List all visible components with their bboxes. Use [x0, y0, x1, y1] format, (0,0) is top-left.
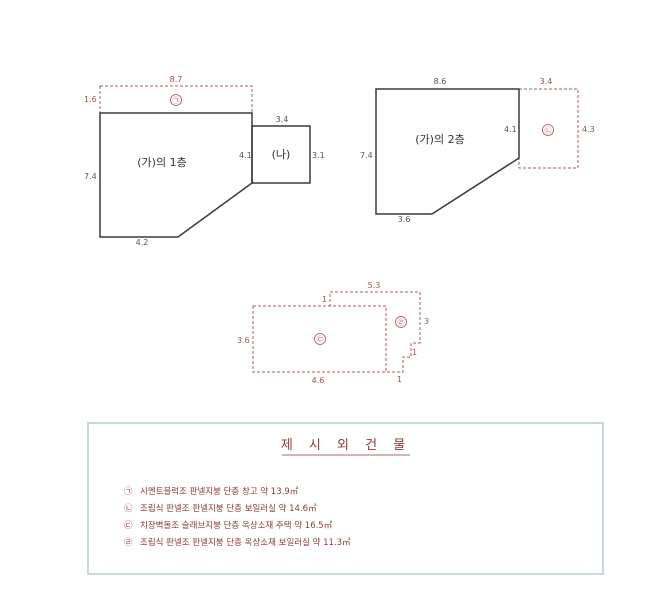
floor1-annex-label: (나): [272, 148, 291, 161]
legend-item-text: 치장벽돌조 슬래브지붕 단층 옥상소재 주택 약 16.5㎡: [140, 520, 333, 531]
rooftop-dim-right: 3: [424, 317, 429, 326]
floor1-marker-circle: [170, 94, 182, 106]
floor1-dim-annex-top: 3.4: [276, 115, 289, 124]
floor1-annex-outline: [251, 125, 311, 184]
floor2-marker-circle: [542, 124, 554, 136]
rooftop-dim-bottom: 4.6: [312, 376, 325, 385]
legend-border: [87, 422, 604, 575]
floor1-dim-left-dashed: 1.6: [84, 95, 97, 104]
legend-item: ㉣ 조립식 판넬조 판넬지붕 단층 옥상소재 보일러실 약 11.3㎡: [124, 537, 351, 548]
floor1-outline: [99, 112, 253, 238]
floor2-dim-dashed-top: 3.4: [540, 77, 553, 86]
floor1-dim-annex-left: 4.1: [239, 151, 252, 160]
floor2-dim-dashed-right: 4.3: [582, 125, 595, 134]
legend-item-text: 시멘트블럭조 판넬지붕 단층 창고 약 13.9㎡: [140, 486, 299, 497]
floor2-dim-right: 4.1: [504, 125, 517, 134]
legend-item: ㉡ 조립식 판넬조 판넬지붕 단층 보일러실 약 14.6㎡: [124, 503, 317, 514]
rooftop-dim-step-top: 1: [322, 295, 327, 304]
legend-item-marker: ㉢: [124, 521, 133, 531]
legend-item-marker: ㉠: [124, 487, 133, 497]
rooftop-marker-c-circle: [314, 333, 326, 345]
legend-item-text: 조립식 판넬조 판넬지붕 단층 보일러실 약 14.6㎡: [140, 503, 317, 514]
floor2-marker: ㉡: [545, 127, 552, 135]
rooftop-marker-d-circle: [395, 316, 407, 328]
rooftop-marker-c: ㉢: [317, 336, 324, 344]
rooftop-dim-step-bottom: 1: [397, 375, 402, 384]
floor1-dim-annex-right: 3.1: [312, 151, 325, 160]
rooftop-dim-step-right: 1: [412, 348, 417, 357]
floor2-dim-left: 7.4: [360, 151, 373, 160]
legend-title: 제 시 외 건 물: [281, 438, 411, 453]
floor2-label: (가)의 2층: [415, 133, 464, 146]
floor1-label: (가)의 1층: [137, 156, 186, 169]
floor1-dim-bottom: 4.2: [136, 238, 149, 247]
floor1-dim-top-dashed: 8.7: [170, 75, 183, 84]
floor2-outline: [375, 88, 520, 215]
rooftop-dim-left: 3.6: [237, 336, 250, 345]
rooftop-rear-outline: [329, 291, 421, 373]
rooftop-plan: ㉢ ㉣ 5.3 1 3.6 4.6 3 1 1: [237, 281, 429, 385]
rooftop-dim-top: 5.3: [368, 281, 381, 290]
floor1-dim-left: 7.4: [84, 172, 97, 181]
floor2-dim-bottom: 3.6: [398, 215, 411, 224]
rooftop-front-outline: [252, 305, 387, 373]
legend-item: ㉠ 시멘트블럭조 판넬지붕 단층 창고 약 13.9㎡: [124, 486, 299, 497]
legend-item-marker: ㉡: [124, 504, 133, 514]
floor2-plan: ㉡ (가)의 2층 8.6 7.4 3.6 4.1 3.4 4.3: [360, 77, 595, 224]
legend-item: ㉢ 치장벽돌조 슬래브지붕 단층 옥상소재 주택 약 16.5㎡: [124, 520, 333, 531]
legend-item-marker: ㉣: [124, 538, 133, 548]
rooftop-marker-d: ㉣: [398, 319, 405, 327]
floor1-plan: ㉠ (가)의 1층 (나) 8.7 1.6 7.4 4.2 3.4 4.1 3.…: [84, 75, 325, 247]
legend-panel: 제 시 외 건 물 ㉠ 시멘트블럭조 판넬지붕 단층 창고 약 13.9㎡ ㉡ …: [87, 422, 604, 575]
legend-item-text: 조립식 판넬조 판넬지붕 단층 옥상소재 보일러실 약 11.3㎡: [140, 537, 351, 548]
floor2-dim-top: 8.6: [434, 77, 447, 86]
floor1-marker: ㉠: [173, 97, 180, 105]
